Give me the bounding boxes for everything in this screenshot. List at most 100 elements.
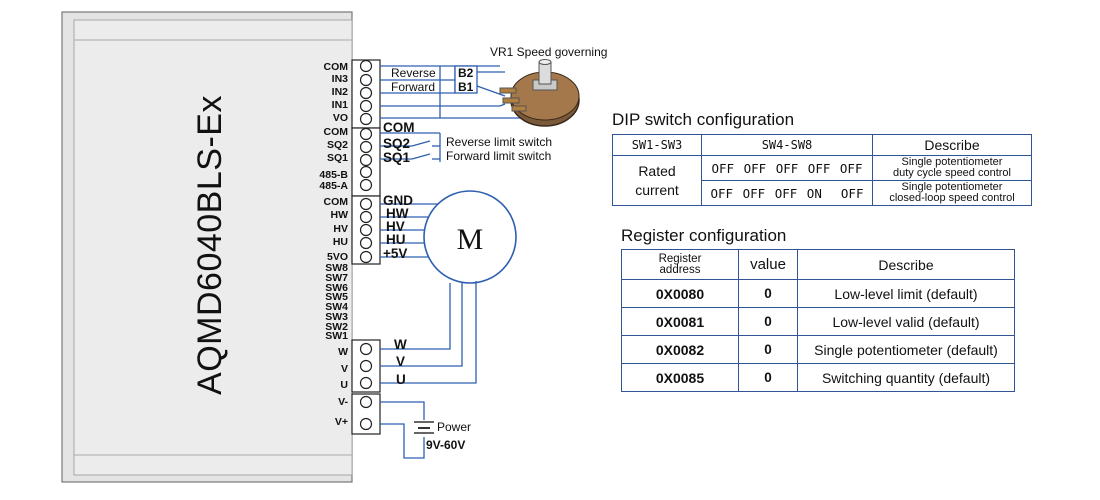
terminal-screw [359, 342, 373, 356]
register-describe: Switching quantity (default) [797, 363, 1015, 392]
b1-label: B1 [458, 80, 474, 94]
terminal-screw [359, 178, 373, 192]
pin-label: SW3 [325, 311, 348, 323]
register-row: 0X0080 0 Low-level limit (default) [621, 279, 1015, 308]
potentiometer-title: VR1 Speed governing [490, 45, 607, 59]
register-header-describe: Describe [797, 249, 1015, 280]
register-value: 0 [738, 363, 798, 392]
limit-switch-wiring [380, 132, 441, 162]
dip-describe-line: closed-loop speed control [889, 192, 1015, 204]
sq1-label: SQ1 [383, 150, 411, 165]
register-address: 0X0082 [621, 335, 739, 364]
terminal-screw [359, 99, 373, 113]
register-row: 0X0082 0 Single potentiometer (default) [621, 335, 1015, 364]
register-describe: Low-level limit (default) [797, 279, 1015, 308]
pin-label: IN1 [332, 99, 349, 111]
register-header-address: Register address [621, 249, 739, 280]
hall-gnd-label: GND [383, 193, 413, 208]
register-row: 0X0081 0 Low-level valid (default) [621, 307, 1015, 336]
pin-label: SW6 [325, 282, 348, 294]
power-range: 9V-60V [426, 438, 465, 452]
dip-sw-setting: OFF OFF OFF ON OFF [701, 180, 873, 206]
hall-hw-label: HW [386, 206, 409, 221]
register-header-row: Register address value Describe [621, 249, 1015, 280]
hall-hu-label: HU [386, 232, 406, 247]
register-value: 0 [738, 279, 798, 308]
dip-row: OFF OFF OFF ON OFF Single potentiometer … [613, 180, 1032, 206]
pin-label: V- [338, 396, 348, 408]
terminal-screw [359, 73, 373, 87]
pin-label: HV [333, 223, 348, 235]
dip-describe-line: Single potentiometer [901, 156, 1003, 168]
current-label: current [635, 181, 679, 198]
pin-label: COM [324, 61, 349, 73]
register-header-line: Register [658, 252, 702, 265]
dip-header-describe: Describe [872, 134, 1032, 156]
pin-label: V+ [335, 416, 348, 428]
pin-labels: COMIN3IN2IN1VOCOMSQ2SQ1485-B485-ACOMHWHV… [319, 61, 348, 428]
phase-v-label: V [396, 354, 405, 369]
pin-label: SQ2 [327, 139, 348, 151]
terminal-screw [359, 417, 373, 431]
terminal-screw [359, 153, 373, 167]
pin-label: SW5 [325, 291, 348, 303]
register-value: 0 [738, 307, 798, 336]
pin-label: 5VO [327, 251, 348, 263]
register-address: 0X0081 [621, 307, 739, 336]
driver-model: AQMD6040BLS-Ex [191, 95, 229, 395]
reverse-label: Reverse [391, 66, 436, 80]
pin-label: SW7 [325, 272, 348, 284]
dip-table: SW1-SW3 SW4-SW8 Describe Rated current O… [612, 134, 1032, 206]
phase-w-label: W [394, 337, 407, 352]
sq2-label: SQ2 [383, 136, 410, 151]
phase-wiring [380, 281, 477, 384]
pin-label: IN2 [332, 86, 349, 98]
terminal-screw [359, 250, 373, 264]
dip-title: DIP switch configuration [612, 110, 795, 129]
dip-describe: Single potentiometer closed-loop speed c… [872, 180, 1032, 206]
pin-label: HU [333, 236, 348, 248]
register-address: 0X0080 [621, 279, 739, 308]
terminal-screw [359, 127, 373, 141]
register-table: Register address value Describe 0X0080 0… [621, 249, 1015, 392]
terminal-screw [359, 210, 373, 224]
pin-label: V [341, 363, 348, 375]
pin-label: SW1 [325, 330, 348, 342]
pin-label: COM [324, 126, 349, 138]
terminal-screw [359, 359, 373, 373]
pin-label: COM [324, 196, 349, 208]
terminal-screw [359, 140, 373, 154]
pin-label: SW4 [325, 301, 348, 313]
limit-com-label: COM [383, 120, 415, 135]
rated-label: Rated [638, 162, 676, 179]
dip-sw-setting: OFF OFF OFF OFF OFF [701, 155, 873, 181]
register-title: Register configuration [621, 226, 787, 245]
forward-limit-label: Forward limit switch [446, 149, 551, 163]
pin-label: W [338, 346, 348, 358]
terminal-screw [359, 223, 373, 237]
hall-hv-label: HV [386, 219, 405, 234]
forward-label: Forward [391, 80, 435, 94]
terminal-screw [359, 197, 373, 211]
terminal-screw [359, 59, 373, 73]
pin-label: 485-A [319, 180, 348, 192]
pin-label: VO [333, 112, 348, 124]
pin-label: HW [331, 209, 349, 221]
register-describe: Single potentiometer (default) [797, 335, 1015, 364]
dip-row: Rated current OFF OFF OFF OFF OFF Single… [612, 155, 1032, 206]
dip-header-row: SW1-SW3 SW4-SW8 Describe [612, 134, 1032, 156]
terminal-screw [359, 395, 373, 409]
terminal-blocks [351, 59, 381, 435]
hall-5v-label: +5V [383, 246, 407, 261]
dip-describe-line: duty cycle speed control [892, 167, 1011, 179]
pin-label: SW2 [325, 321, 348, 333]
terminal-screw [359, 376, 373, 390]
register-value: 0 [738, 335, 798, 364]
pin-label: SW8 [325, 262, 348, 274]
terminal-screw [359, 112, 373, 126]
register-header-line: address [659, 263, 701, 276]
pin-label: SQ1 [327, 152, 348, 164]
dip-describe: Single potentiometer duty cycle speed co… [872, 155, 1032, 181]
terminal-screw [359, 86, 373, 100]
